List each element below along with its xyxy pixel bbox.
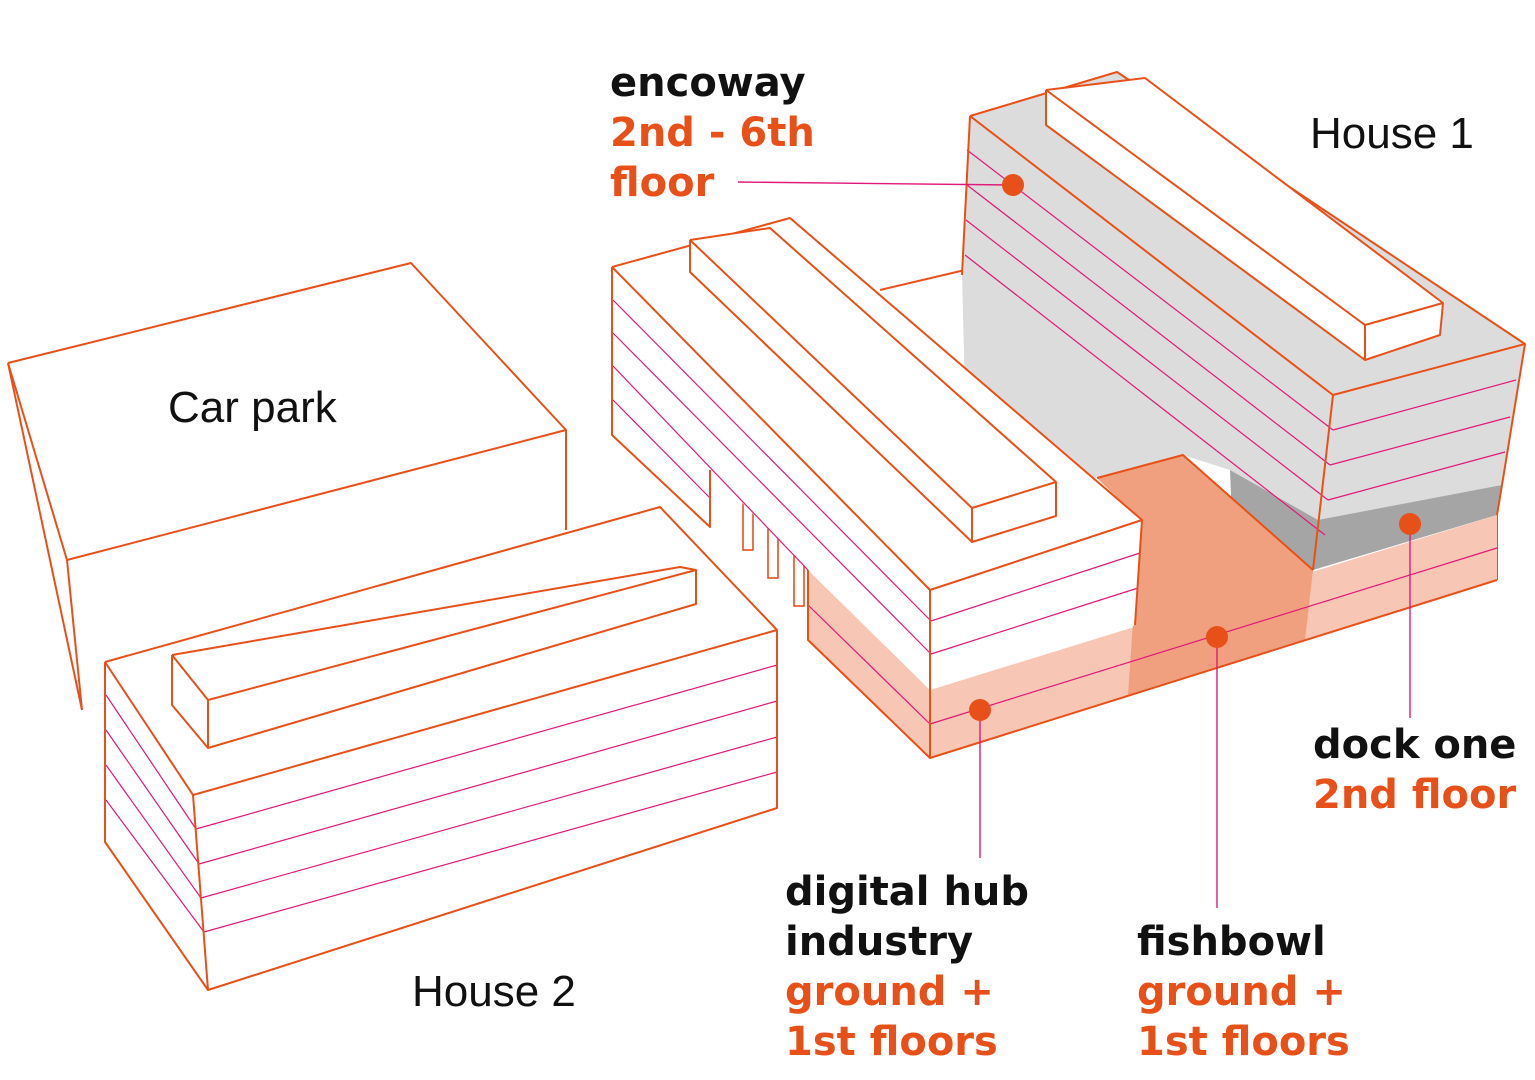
center-block [611,217,1143,690]
house-1-rooftop [1046,78,1443,360]
car-park-label: Car park [168,383,338,432]
encoway-name: encoway [610,60,806,106]
fishbowl-zone [1097,455,1313,695]
encoway-marker[interactable] [1002,174,1024,196]
house-2-block [104,506,778,991]
house-1-label: House 1 [1310,109,1474,158]
dock-one-band [1230,470,1502,570]
digital-hub-name-line2: industry [785,919,973,965]
house-2-rooftop [172,567,696,748]
fishbowl-floor-line2: 1st floors [1137,1019,1350,1065]
encoway-floor-line2: floor [610,160,715,206]
digital-hub-name-line1: digital hub [785,869,1029,915]
center-rooftop [690,228,1056,542]
digital-hub-marker[interactable] [969,699,991,721]
fishbowl-name: fishbowl [1137,919,1326,965]
center-front-face [930,520,1142,690]
markers [969,174,1421,721]
car-park-top [8,263,566,560]
digital-hub-floor-line2: 1st floors [785,1019,998,1065]
fishbowl-floor-line1: ground + [1137,969,1346,1015]
dock-one-floor: 2nd floor [1313,772,1516,818]
dock-one-name: dock one [1313,722,1516,768]
house-2-left-face [105,662,208,990]
center-left-face [612,267,930,690]
encoway-floor-line1: 2nd - 6th [610,110,815,156]
dock-one-marker[interactable] [1399,513,1421,535]
digital-hub-floor-line1: ground + [785,969,994,1015]
house-2-front-face [193,630,777,990]
house-1-block [961,71,1526,580]
fishbowl-marker[interactable] [1206,626,1228,648]
house-2-label: House 2 [412,967,576,1016]
leaders [737,181,1411,908]
